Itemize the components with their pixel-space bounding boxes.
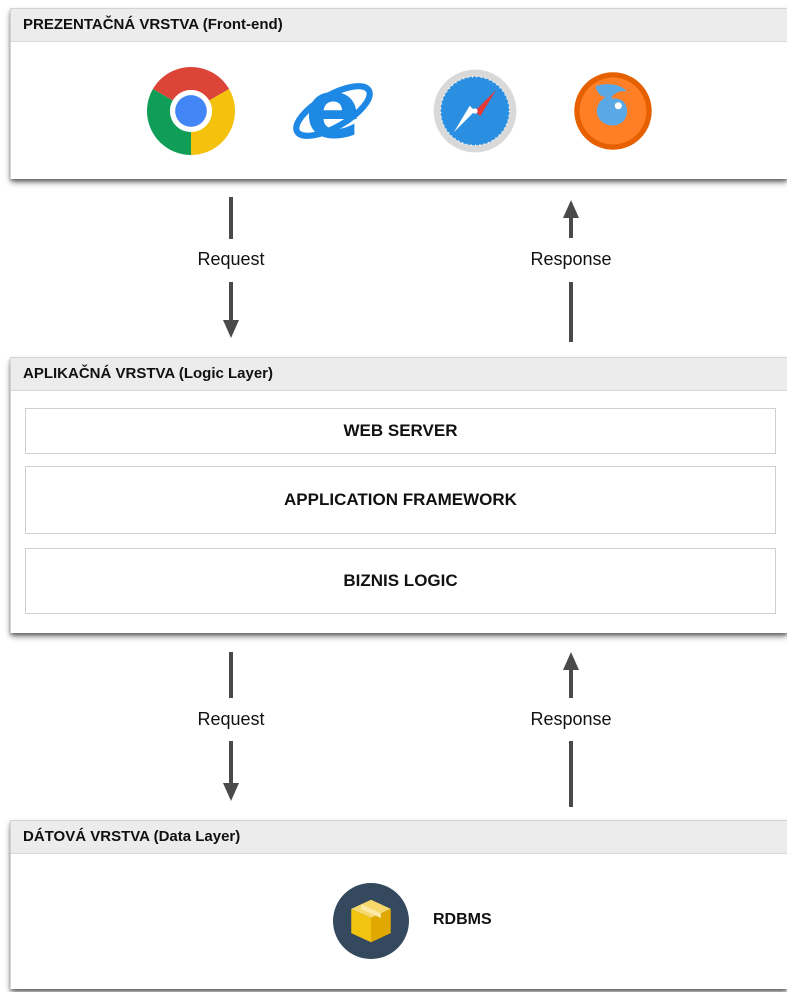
request-arrow-upper-top-line (229, 197, 233, 239)
safari-icon (431, 67, 519, 155)
chrome-icon (147, 67, 235, 155)
response-label-upper: Response (530, 249, 612, 269)
response-arrow-upper-bottom-line (569, 282, 573, 342)
rdbms-label: RDBMS (433, 911, 492, 928)
request-arrow-lower-bottom-line (229, 741, 233, 785)
biznis-logic-box: BIZNIS LOGIC (25, 548, 776, 614)
response-arrow-lower-bottom-line (569, 741, 573, 807)
presentation-layer-title: PREZENTAČNÁ VRSTVA (Front-end) (11, 9, 787, 42)
firefox-icon (569, 67, 657, 155)
response-arrow-lower-head (563, 652, 579, 670)
web-server-box: WEB SERVER (25, 408, 776, 454)
response-arrow-upper-head (563, 200, 579, 218)
logic-layer: APLIKAČNÁ VRSTVA (Logic Layer) WEB SERVE… (10, 357, 787, 633)
presentation-layer: PREZENTAČNÁ VRSTVA (Front-end) e (10, 8, 787, 179)
logic-layer-title: APLIKAČNÁ VRSTVA (Logic Layer) (11, 358, 787, 391)
svg-text:e: e (306, 67, 361, 155)
request-label-lower: Request (197, 709, 265, 729)
request-arrow-lower-head (223, 783, 239, 801)
response-arrow-upper-top-line (569, 216, 573, 238)
request-arrow-lower-top-line (229, 652, 233, 698)
database-box-icon (333, 883, 409, 959)
request-arrow-upper-bottom-line (229, 282, 233, 322)
request-label-upper: Request (197, 249, 265, 269)
response-label-lower: Response (530, 709, 612, 729)
internet-explorer-icon: e (289, 67, 377, 155)
data-layer: DÁTOVÁ VRSTVA (Data Layer) RDBMS (10, 820, 787, 989)
data-layer-title: DÁTOVÁ VRSTVA (Data Layer) (11, 821, 787, 854)
application-framework-box: APPLICATION FRAMEWORK (25, 466, 776, 534)
request-arrow-upper-head (223, 320, 239, 338)
response-arrow-lower-top-line (569, 668, 573, 698)
